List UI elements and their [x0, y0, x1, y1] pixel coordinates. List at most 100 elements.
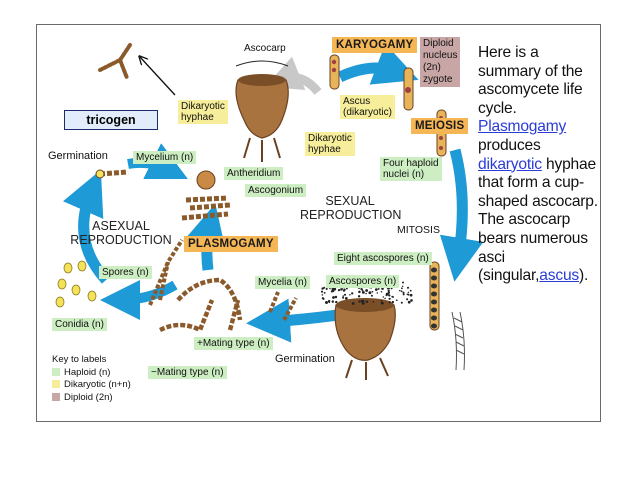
ascospore-dot: [358, 300, 361, 303]
ascospore-dot: [407, 291, 410, 294]
ascospore-dot: [385, 292, 389, 296]
ascospore-dot: [409, 289, 412, 292]
ascocarp-bottom: [334, 298, 396, 380]
conidiophore: [148, 238, 184, 306]
ascus-photo: [451, 311, 465, 371]
ascospore-dot: [361, 301, 365, 305]
ascospore-dot: [328, 301, 331, 304]
ascospore-dot: [333, 287, 337, 291]
key-swatch-haploid: [52, 367, 60, 376]
label-germination-bottom: Germination: [275, 353, 335, 365]
ascospore-dot: [345, 287, 348, 290]
ascospore-dot: [343, 288, 346, 291]
ascospore-dot: [357, 295, 361, 298]
ascospore-dot: [341, 288, 343, 291]
ascospore-dot: [402, 293, 405, 296]
ascospore-dot: [337, 288, 341, 292]
ascospore-dot: [320, 290, 324, 293]
cycle-arrow-right: [439, 148, 484, 282]
ascospore-dot: [410, 299, 413, 302]
ascospore-dot: [406, 293, 409, 296]
ascospore-dot: [371, 290, 374, 293]
germinating-ascospores: [268, 291, 298, 321]
label-eight-ascospores: Eight ascospores (n): [334, 252, 432, 265]
label-spores: Spores (n): [99, 266, 152, 279]
conidia: [55, 260, 97, 308]
link-dikaryotic[interactable]: dikaryotic: [478, 155, 542, 173]
ascospore-dot: [360, 287, 363, 291]
key-swatch-diploid: [52, 392, 60, 401]
ascospore-dot: [388, 301, 391, 304]
ascospore-dot: [342, 295, 345, 297]
ascospore-dot: [332, 296, 335, 299]
eight-ascospores-ascus: [429, 261, 440, 331]
ascospore-dot: [407, 300, 411, 304]
stage-meiosis: MEIOSIS: [411, 118, 469, 134]
ascospore-dot: [365, 289, 368, 292]
mycelium-hyphae: [99, 169, 129, 177]
stage-karyogamy: KARYOGAMY: [332, 37, 418, 53]
label-plus-mating-type: +Mating type (n): [194, 337, 273, 350]
key-title: Key to labels: [52, 354, 107, 365]
ascospore-dot: [387, 291, 391, 294]
asexual-arrow-bottom: [100, 279, 178, 320]
ascospore-dot: [391, 295, 394, 298]
key-legend: Key to labels Haploid (n) Dikaryotic (n+…: [52, 354, 131, 404]
tricogen-callout: tricogen: [64, 110, 158, 130]
ascospore-dot: [344, 297, 348, 300]
ascospore-dot: [387, 289, 390, 293]
ascospore-dot: [360, 299, 364, 303]
ascospore-dot: [362, 300, 365, 302]
label-ascogonium: Ascogonium: [245, 184, 307, 197]
ascospore-dot: [395, 299, 398, 302]
ascospore-dot: [384, 297, 386, 300]
ascospore-dot: [400, 301, 403, 304]
label-mycelia: Mycelia (n): [255, 276, 310, 289]
ascospore-dot: [321, 294, 324, 296]
ascospore-dot: [370, 294, 373, 297]
ascospore-dot: [330, 290, 333, 293]
key-item-dikaryotic: Dikaryotic (n+n): [52, 379, 131, 392]
ascospore-dot: [401, 287, 403, 290]
summary-text: Here is a summary of the ascomycete life…: [478, 44, 598, 285]
ascospore-dot: [377, 287, 380, 290]
ascospore-dot: [400, 290, 403, 293]
label-conidia: Conidia (n): [52, 318, 107, 331]
ascospore-dot: [380, 300, 383, 302]
label-antheridium: Antheridium: [224, 167, 284, 180]
ascospore-dot: [325, 287, 328, 290]
cycle-arrow-bottom: [246, 298, 339, 343]
label-mitosis: MITOSIS: [397, 224, 440, 236]
ascospore-dot: [329, 287, 331, 290]
ascospore-dot: [323, 291, 326, 294]
ascospore-dot: [349, 294, 351, 296]
ascospore-dot: [322, 297, 325, 300]
key-item-haploid: Haploid (n): [52, 367, 131, 380]
link-plasmogamy[interactable]: Plasmogamy: [478, 118, 567, 136]
ascospore-dot: [365, 300, 369, 304]
ascospore-dot: [331, 300, 335, 303]
ascospore-dot: [401, 285, 404, 288]
ascospore-dot: [388, 294, 391, 297]
ascospore-dot: [380, 301, 384, 305]
link-ascus[interactable]: ascus: [539, 267, 580, 285]
ascospore-dot: [351, 292, 354, 295]
ascospore-dot: [365, 292, 367, 295]
ascospore-dot: [402, 291, 405, 294]
label-ascocarp: Ascocarp: [244, 43, 286, 54]
ascospore-dot: [335, 300, 338, 304]
ascospore-dot: [406, 298, 409, 301]
ascospore-dot: [368, 291, 372, 295]
stage-plasmogamy: PLASMOGAMY: [184, 236, 278, 252]
ascocarp-top: [235, 60, 289, 162]
ascospore-dot: [372, 301, 375, 303]
ascospore-dot: [401, 281, 405, 284]
ascospore-dot: [406, 286, 410, 289]
germinating-spore: [95, 169, 105, 179]
